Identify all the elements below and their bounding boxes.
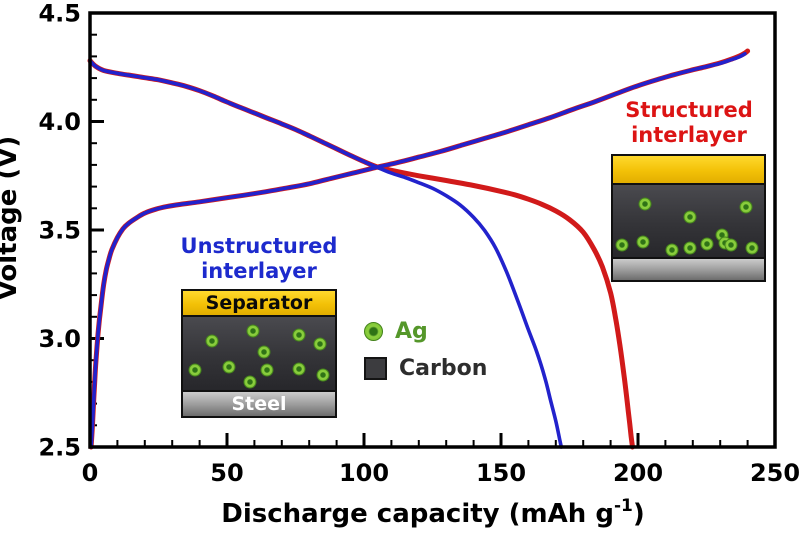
- separator-band: Separator: [183, 291, 335, 317]
- ag-particle-icon: [316, 368, 330, 382]
- separator-band: [613, 156, 764, 185]
- x-axis-label-main: Discharge capacity (mAh g: [221, 499, 614, 529]
- x-axis-label-close: ): [633, 499, 645, 529]
- structured-interlayer-schematic: [611, 154, 766, 282]
- tick-labels: 0 50 100 150 200 250 2.5 3.0 3.5 4.0 4.5: [38, 0, 800, 487]
- ag-particle-icon: [638, 197, 652, 211]
- ag-particle-icon: [700, 237, 714, 251]
- y-axis-label: Voltage (V): [0, 136, 23, 301]
- ag-particle-icon: [205, 334, 219, 348]
- x-tick-label: 100: [339, 459, 389, 487]
- structured-interlayer-title: Structured interlayer: [606, 98, 772, 148]
- ag-particle-icon: [257, 345, 271, 359]
- x-axis-label: Discharge capacity (mAh g-1): [221, 496, 644, 529]
- unstructured-interlayer-schematic: Separator Steel: [181, 289, 337, 418]
- carbon-swatch-icon: [364, 357, 387, 380]
- y-tick-label: 3.0: [38, 325, 81, 353]
- steel-band: [613, 257, 764, 280]
- unstructured-title-line2: interlayer: [201, 259, 317, 283]
- ag-particle-icon: [292, 362, 306, 376]
- y-tick-label: 4.0: [38, 108, 81, 136]
- y-tick-label: 2.5: [38, 434, 81, 462]
- y-tick-label: 3.5: [38, 217, 81, 245]
- ag-particle-icon: [739, 200, 753, 214]
- plot-frame: [88, 11, 777, 449]
- carbon-band: [613, 185, 764, 257]
- curve-unstructured-interlayer-discharge: [88, 58, 564, 449]
- y-tick-label: 4.5: [38, 0, 81, 28]
- x-axis-label-superscript: -1: [614, 496, 633, 516]
- ag-particle-icon: [188, 363, 202, 377]
- unstructured-interlayer-title: Unstructured interlayer: [176, 234, 342, 284]
- ag-particle-icon: [260, 363, 274, 377]
- legend-item-carbon: Carbon: [364, 355, 487, 382]
- steel-band: Steel: [183, 390, 335, 416]
- charge-discharge-curves: [87, 48, 751, 450]
- x-tick-label: 0: [82, 459, 99, 487]
- ag-particle-icon: [683, 210, 697, 224]
- ag-particle-icon: [683, 241, 697, 255]
- structured-title-line1: Structured: [625, 98, 753, 122]
- ag-particle-icon: [615, 238, 629, 252]
- x-tick-label: 250: [750, 459, 800, 487]
- x-tick-label: 50: [210, 459, 243, 487]
- legend-label-ag: Ag: [395, 319, 428, 344]
- ag-particle-icon: [745, 241, 759, 255]
- ag-particle-icon: [292, 328, 306, 342]
- x-tick-label: 150: [476, 459, 526, 487]
- ag-particle-icon: [724, 238, 738, 252]
- carbon-band: [183, 317, 335, 390]
- legend-label-carbon: Carbon: [399, 356, 488, 381]
- curve-unstructured-interlayer-charge: [89, 52, 747, 449]
- legend: Ag Carbon: [364, 318, 487, 382]
- ag-dot-icon: [364, 322, 383, 341]
- ag-particle-icon: [246, 324, 260, 338]
- structured-title-line2: interlayer: [631, 123, 747, 147]
- x-tick-label: 200: [613, 459, 663, 487]
- ag-particle-icon: [636, 235, 650, 249]
- ag-particle-icon: [243, 375, 257, 389]
- ag-particle-icon: [313, 337, 327, 351]
- unstructured-title-line1: Unstructured: [180, 234, 338, 258]
- ag-particle-icon: [222, 360, 236, 374]
- ag-particle-icon: [665, 243, 679, 257]
- legend-item-ag: Ag: [364, 318, 487, 345]
